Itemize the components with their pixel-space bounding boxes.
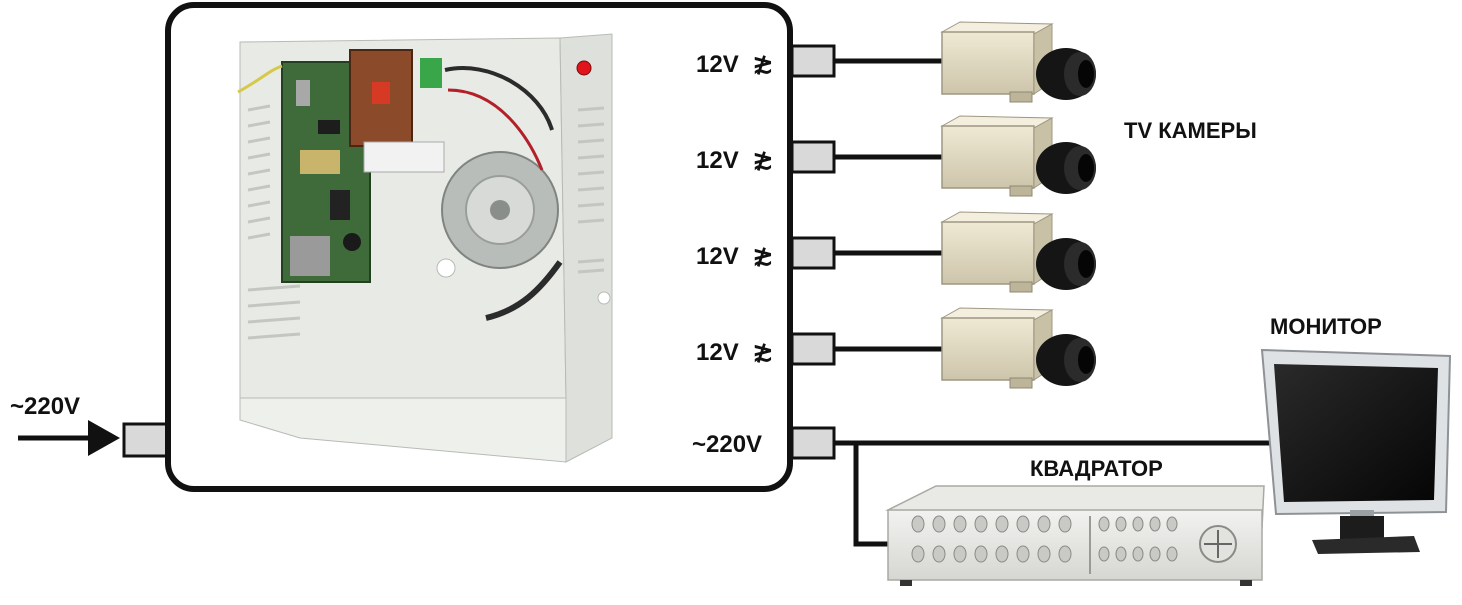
output-connectors: [790, 44, 836, 460]
output-connector-3: [790, 236, 836, 270]
camera-2: [940, 115, 1096, 197]
output-symbol-3: ≵: [752, 241, 774, 271]
quad-button: [1149, 546, 1161, 562]
quad-button: [1037, 545, 1051, 563]
output-voltage-1: 12V: [696, 51, 739, 78]
quad-button: [995, 515, 1009, 533]
quad-button: [953, 545, 967, 563]
output-symbol-1: ≵: [752, 49, 774, 79]
quad-button: [932, 515, 946, 533]
quad-button: [1016, 515, 1030, 533]
power-supply-housing: [237, 33, 613, 463]
monitor: [1260, 348, 1452, 554]
quad-button: [1058, 515, 1072, 533]
quad-button: [1098, 516, 1110, 532]
quad-button: [974, 545, 988, 563]
quad-button: [974, 515, 988, 533]
quad-button: [995, 545, 1009, 563]
cameras-label: TV КАМЕРЫ: [1124, 118, 1257, 143]
output-symbol-4: ≵: [752, 337, 774, 367]
quad-button: [1132, 546, 1144, 562]
quad-button: [1037, 515, 1051, 533]
output-connector-2: [790, 140, 836, 174]
quad-button: [1016, 545, 1030, 563]
quad-button: [911, 545, 925, 563]
quad-button: [953, 515, 967, 533]
output-connector-1: [790, 44, 836, 78]
camera-cables: [834, 58, 942, 352]
indicator-led: [576, 60, 592, 76]
quad-button: [1149, 516, 1161, 532]
quad-button: [1166, 516, 1178, 532]
output-voltage-2: 12V: [696, 147, 739, 174]
quad-button: [1098, 546, 1110, 562]
ac-output-label: ~220V: [692, 431, 762, 458]
quad-button: [1166, 546, 1178, 562]
cameras: [940, 21, 1096, 389]
output-labels: 12V ≵ 12V ≵ 12V ≵ 12V ≵ ~220V: [692, 49, 774, 458]
monitor-label: МОНИТОР: [1270, 314, 1382, 339]
ac-output-connector: [790, 426, 836, 460]
quad-splitter: [885, 485, 1265, 586]
toroid-transformer: [441, 151, 559, 269]
quad-button: [1115, 516, 1127, 532]
input-arrow: [18, 420, 120, 456]
monitor-screen: [1274, 364, 1438, 502]
quad-button: [1132, 516, 1144, 532]
quad-button: [1115, 546, 1127, 562]
quad-button: [911, 515, 925, 533]
ac-cables: [834, 440, 1290, 547]
camera-4: [940, 307, 1096, 389]
output-symbol-2: ≵: [752, 145, 774, 175]
output-voltage-4: 12V: [696, 339, 739, 366]
input-voltage-label: ~220V: [10, 393, 80, 420]
camera-1: [940, 21, 1096, 103]
quad-button: [932, 545, 946, 563]
camera-3: [940, 211, 1096, 293]
output-connector-4: [790, 332, 836, 366]
input-connector: [122, 422, 170, 458]
output-voltage-3: 12V: [696, 243, 739, 270]
quad-label: КВАДРАТОР: [1030, 456, 1163, 481]
quad-button: [1058, 545, 1072, 563]
